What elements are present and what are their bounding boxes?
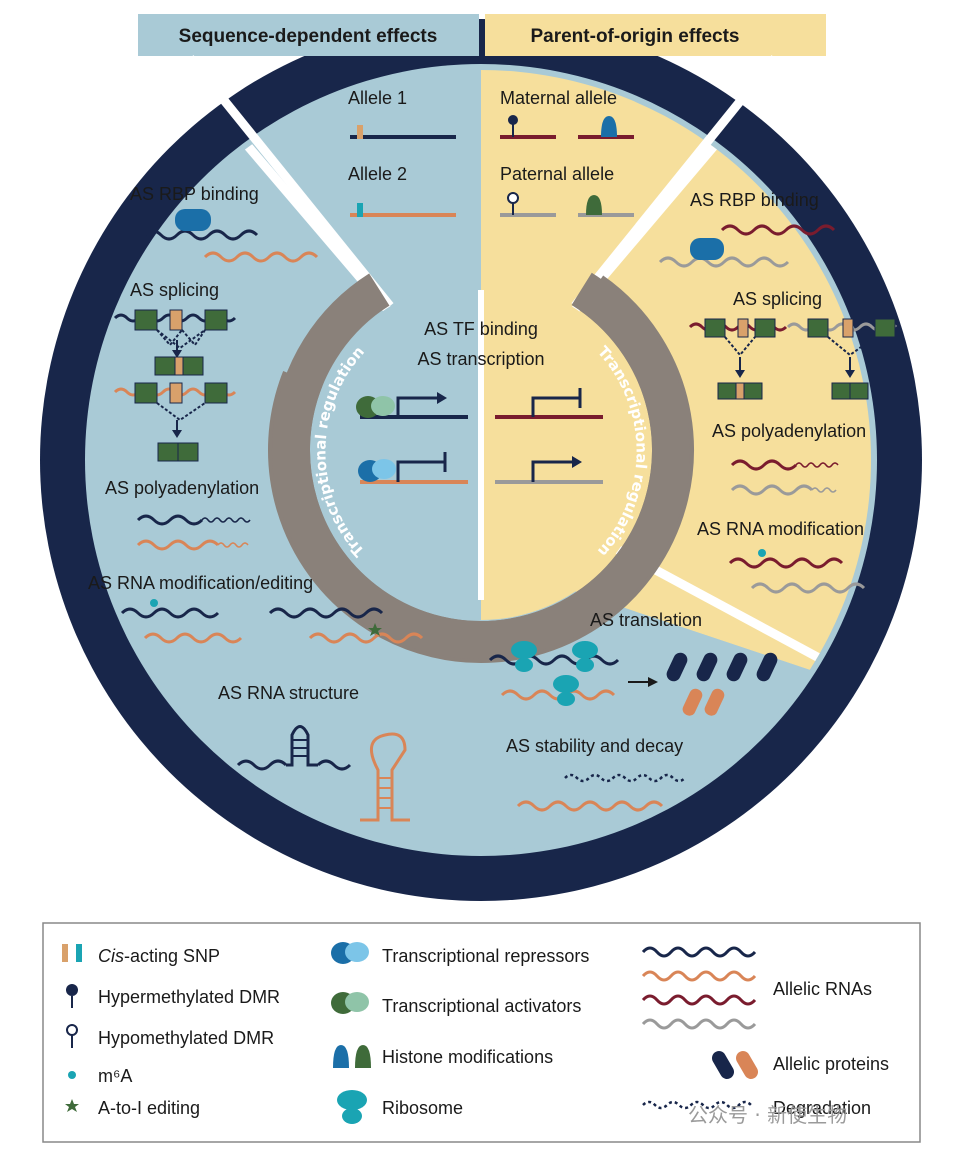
- paternal-strands: [500, 192, 634, 217]
- legend-m6a-icon: [68, 1071, 76, 1079]
- left-splicing-label: AS splicing: [130, 280, 219, 300]
- center-line2: AS transcription: [417, 349, 544, 369]
- legend-box: [42, 922, 921, 1143]
- header-left-bar: [138, 14, 479, 56]
- divider-v-left: [186, 55, 394, 309]
- allele1-snp: [357, 125, 363, 139]
- center-line1: AS TF binding: [424, 319, 538, 339]
- right-polyA-figure: [730, 459, 839, 496]
- allele2-label: Allele 2: [348, 164, 407, 184]
- legend-atoi-icon: [65, 1099, 79, 1112]
- legend-hypo-icon: [66, 1024, 78, 1048]
- legend-atoi: A-to-I editing: [98, 1098, 200, 1118]
- header-right: Parent-of-origin effects: [530, 26, 739, 47]
- header-right-bar: [485, 14, 826, 56]
- paternal-label: Paternal allele: [500, 164, 614, 184]
- left-modification-label: AS RNA modification/editing: [88, 573, 313, 593]
- maternal-strands: [500, 115, 634, 139]
- center-right-half: [481, 280, 651, 620]
- header-left: Sequence-dependent effects: [179, 26, 438, 47]
- legend-hyper-icon: [66, 984, 78, 1008]
- right-rbp-figure: [658, 224, 836, 268]
- legend-ribosome-icon: [337, 1090, 367, 1124]
- translation-figure: [488, 641, 778, 716]
- left-polyA-label: AS polyadenylation: [105, 478, 259, 498]
- legend-histone: Histone modifications: [382, 1047, 553, 1067]
- left-splicing-figure: [113, 309, 237, 462]
- legend-snp-icon: [62, 944, 82, 962]
- right-modification-label: AS RNA modification: [697, 519, 864, 539]
- legend-histone-icon: [333, 1045, 371, 1068]
- center-maternal-silenced: [495, 388, 603, 419]
- center-repressed-gene: [358, 452, 468, 484]
- legend-allelic-proteins: Allelic proteins: [773, 1054, 889, 1074]
- center-left-half: [311, 280, 481, 620]
- legend-activator-icon: [331, 992, 369, 1014]
- divider-v-right: [571, 55, 779, 309]
- left-rbp-label: AS RBP binding: [130, 184, 259, 204]
- legend-allelic-rnas-icon: [641, 946, 757, 1030]
- center-paternal-expressed: [495, 456, 603, 484]
- left-modification-figure: [120, 599, 424, 644]
- left-structure-figure: [236, 725, 410, 822]
- legend-ribosome: Ribosome: [382, 1098, 463, 1118]
- left-structure-label: AS RNA structure: [218, 683, 359, 703]
- allele1-label: Allele 1: [348, 88, 407, 108]
- right-modification-figure: [728, 549, 866, 594]
- legend-m6a: m⁶A: [98, 1066, 132, 1086]
- legend-repressors: Transcriptional repressors: [382, 946, 589, 966]
- right-splicing-figure: [688, 318, 898, 400]
- left-polyA-figure: [136, 514, 251, 551]
- stability-label: AS stability and decay: [506, 736, 683, 756]
- right-polyA-label: AS polyadenylation: [712, 421, 866, 441]
- allele2-snp: [357, 203, 363, 217]
- right-splicing-label: AS splicing: [733, 289, 822, 309]
- legend-hypo: Hypomethylated DMR: [98, 1028, 274, 1048]
- legend-allelic-rnas: Allelic RNAs: [773, 979, 872, 999]
- legend-activators: Transcriptional activators: [382, 996, 581, 1016]
- watermark: 公众号 · 新使生物: [688, 1103, 847, 1127]
- legend-repressor-icon: [331, 942, 369, 964]
- stability-figure: [516, 773, 686, 812]
- maternal-label: Maternal allele: [500, 88, 617, 108]
- legend-hyper: Hypermethylated DMR: [98, 987, 280, 1007]
- right-rbp-label: AS RBP binding: [690, 190, 819, 210]
- legend-snp: Cis-acting SNP: [98, 946, 220, 966]
- left-rbp-figure: [143, 209, 319, 263]
- legend-allelic-proteins-icon: [712, 1051, 758, 1079]
- legend-degradation: Degradation: [773, 1098, 871, 1118]
- translation-label: AS translation: [590, 610, 702, 630]
- center-activated-gene: [356, 392, 468, 419]
- legend-degradation-icon: [642, 1100, 752, 1110]
